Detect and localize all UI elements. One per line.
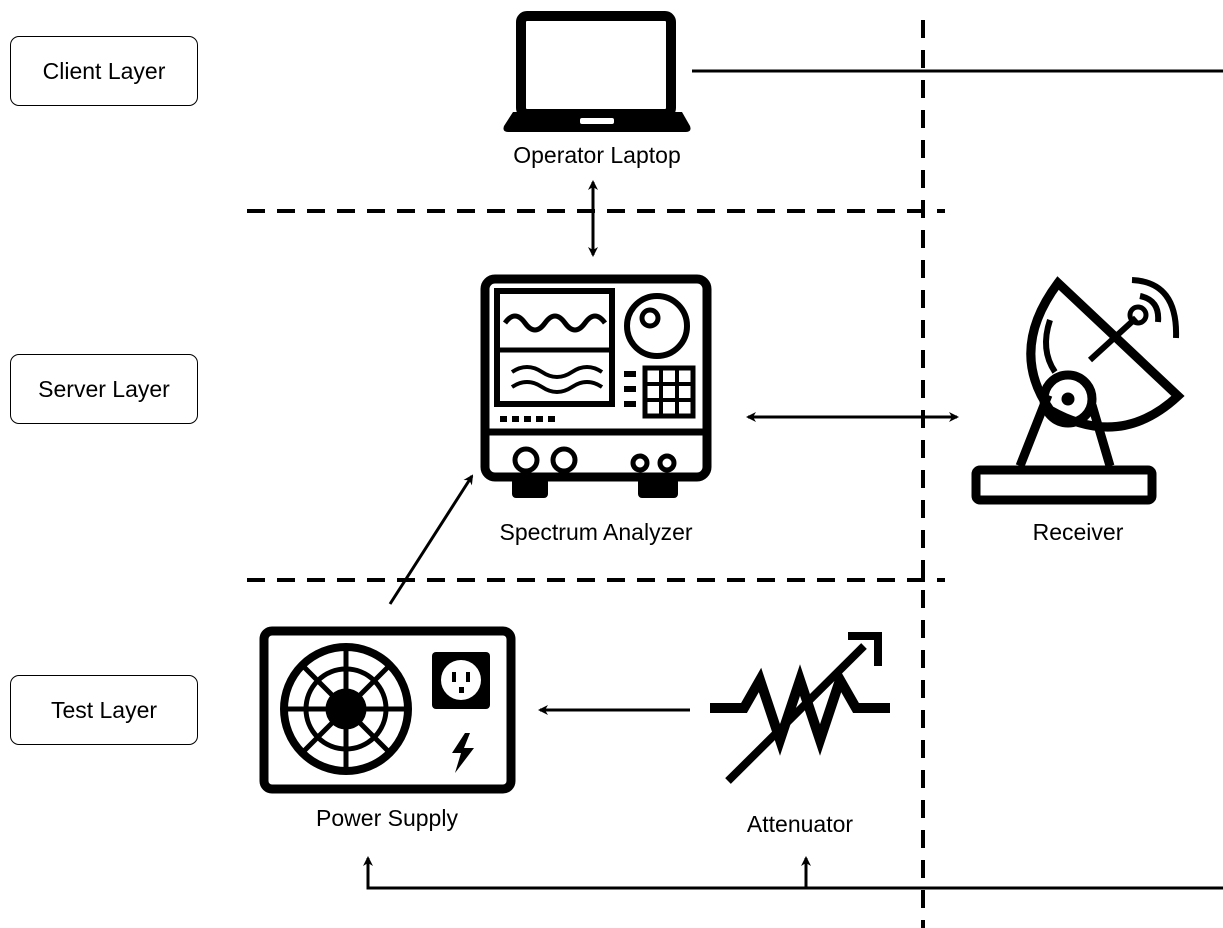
laptop-label: Operator Laptop [513,142,681,168]
power-supply-icon [259,626,516,794]
layer-client: Client Layer [10,36,198,106]
layer-client-label: Client Layer [42,57,166,84]
receiver-label: Receiver [1032,519,1124,545]
layer-test-label: Test Layer [50,696,158,723]
attenuator-label: Attenuator [746,811,854,837]
power-to-analyzer-arrow [388,474,474,605]
analyzer-label: Spectrum Analyzer [499,519,693,545]
laptop-icon [503,11,691,132]
power-supply-label: Power Supply [316,805,458,831]
layer-separators [247,20,945,928]
layer-test: Test Layer [10,675,198,745]
variable-resistor-icon [710,632,890,784]
satellite-dish-icon [971,276,1185,505]
layer-server: Server Layer [10,354,198,424]
spectrum-analyzer-icon [480,274,712,498]
connectors [363,69,1223,890]
bottom-feed-line [366,858,1223,890]
layer-server-label: Server Layer [38,375,170,402]
